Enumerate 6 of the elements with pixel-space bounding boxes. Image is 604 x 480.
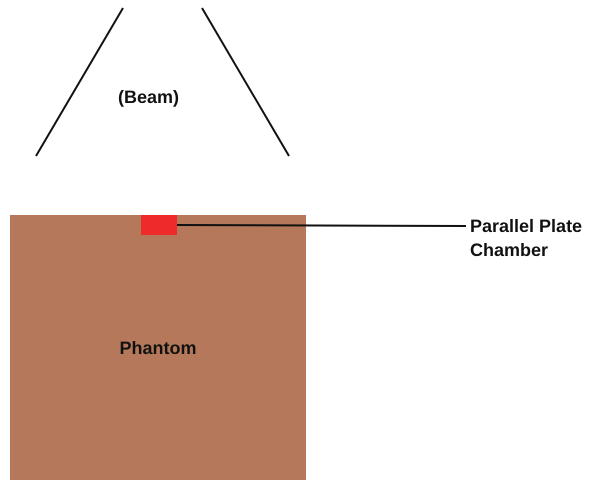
chamber-label: Parallel Plate Chamber [470, 214, 604, 262]
leader-line [177, 224, 466, 227]
phantom-block [10, 215, 306, 480]
part-label: Phantom [120, 336, 196, 360]
beam-label: (Beam) [118, 86, 180, 109]
chamber-block [141, 215, 177, 235]
